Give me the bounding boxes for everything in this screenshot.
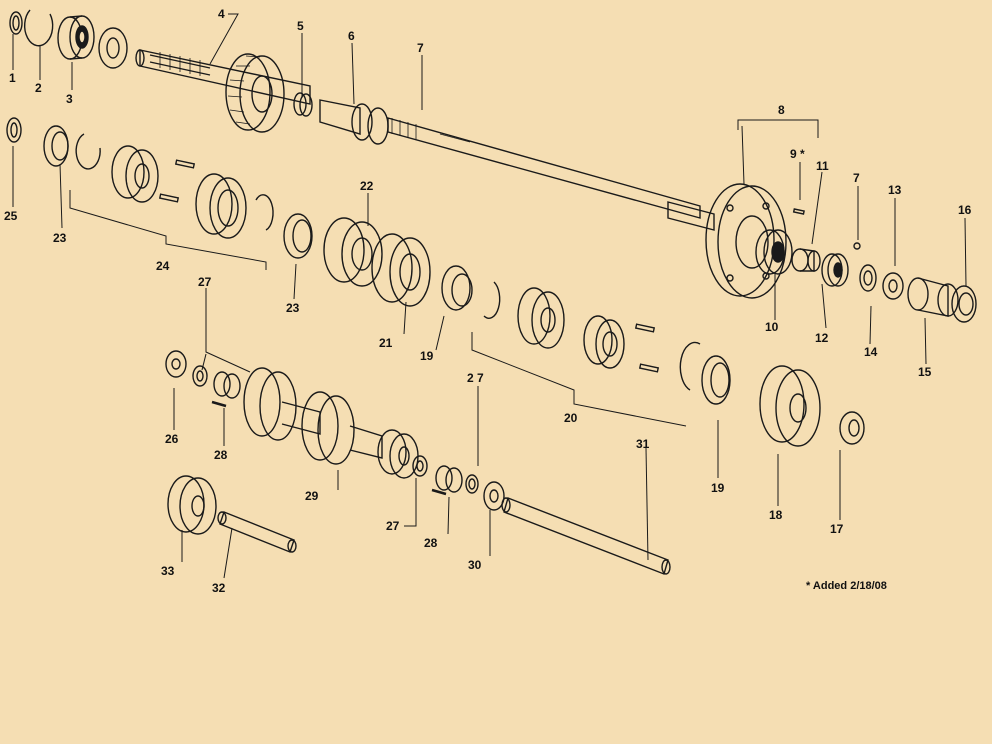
pin-28b [431, 488, 447, 496]
callout-19b: 19 [711, 481, 725, 495]
reverse-gear-33 [167, 475, 217, 535]
callout-15: 15 [918, 365, 932, 379]
sleeve-11 [791, 248, 821, 272]
rear-plate-8 [705, 183, 787, 299]
washer-17 [839, 411, 865, 445]
callout-5: 5 [297, 19, 304, 33]
callout-31: 31 [636, 437, 650, 451]
washer-27a [192, 365, 208, 387]
callout-22: 22 [360, 179, 374, 193]
callout-12: 12 [815, 331, 829, 345]
countershaft-31 [501, 497, 671, 575]
washer-27b [412, 455, 428, 477]
added-note: * Added 2/18/08 [806, 580, 887, 592]
synchro-hub-20 [517, 287, 565, 349]
callout-21: 21 [379, 336, 393, 350]
callout-2-7: 2 7 [467, 371, 484, 385]
counter-gear-cluster-29 [243, 367, 419, 479]
callout-7b: 7 [853, 171, 860, 185]
callout-32: 32 [212, 581, 226, 595]
snap-ring-24b [255, 194, 274, 231]
callout-14: 14 [864, 345, 878, 359]
callout-2: 2 [35, 81, 42, 95]
ball-7b [853, 242, 861, 250]
callout-29: 29 [305, 489, 319, 503]
leader-lines [12, 13, 967, 579]
washer-14 [859, 264, 877, 292]
callout-1: 1 [9, 71, 16, 85]
bearing-5 [293, 92, 313, 117]
callout-23b: 23 [286, 301, 300, 315]
synchro-sleeve-24 [195, 173, 247, 239]
synchro-sleeve-20 [583, 315, 625, 369]
gear-21 [371, 233, 431, 307]
callout-17: 17 [830, 522, 844, 536]
snap-ring-2 [23, 9, 54, 47]
synchro-ring-23 [43, 125, 69, 167]
thrust-washer-30 [483, 481, 505, 511]
callout-33: 33 [161, 564, 175, 578]
callout-28b: 28 [424, 536, 438, 550]
callout-6: 6 [348, 29, 355, 43]
callout-11: 11 [816, 159, 829, 173]
gear-12 [821, 253, 849, 287]
callout-13: 13 [888, 183, 902, 197]
callout-25: 25 [4, 209, 18, 223]
callout-23: 23 [53, 231, 67, 245]
synchro-ring-23b [283, 213, 313, 259]
callout-4: 4 [218, 7, 225, 21]
circlip-25 [6, 117, 22, 143]
washer-3a [98, 27, 128, 69]
synchro-keys-20 [634, 323, 660, 373]
washer-27c [465, 474, 479, 494]
synchro-keys-24 [158, 159, 196, 203]
washer-26 [165, 350, 187, 378]
callout-19: 19 [420, 349, 434, 363]
callout-18: 18 [769, 508, 783, 522]
callout-8: 8 [778, 103, 785, 117]
callout-27a: 27 [198, 275, 212, 289]
callout-27b: 27 [386, 519, 400, 533]
callout-3: 3 [66, 92, 73, 106]
key-9 [792, 208, 805, 215]
bearing-3 [57, 15, 95, 60]
callout-28a: 28 [214, 448, 228, 462]
callout-16: 16 [958, 203, 972, 217]
pin-28a [211, 400, 227, 408]
synchro-ring-19b [701, 355, 731, 405]
bearing-10 [755, 229, 793, 275]
gear-18 [759, 365, 821, 447]
synchro-hub-24 [111, 145, 159, 203]
nut-13 [882, 272, 904, 300]
snap-ring-20a [483, 281, 501, 319]
callout-20: 20 [564, 411, 578, 425]
sleeve-15 [907, 277, 959, 317]
snap-ring-20b [679, 341, 701, 391]
roller-bearing-28b [435, 465, 463, 493]
circlip-1 [9, 11, 23, 35]
seal-16 [951, 285, 977, 323]
main-shaft [135, 49, 311, 105]
reverse-shaft-32 [217, 511, 297, 553]
snap-ring-24a [75, 133, 101, 170]
callout-26: 26 [165, 432, 179, 446]
callout-30: 30 [468, 558, 482, 572]
gear-22 [323, 217, 383, 287]
callout-10: 10 [765, 320, 779, 334]
synchro-ring-19 [441, 265, 473, 311]
callout-24: 24 [156, 259, 170, 273]
output-shaft [319, 99, 715, 231]
roller-bearing-28a [213, 371, 241, 399]
callout-7: 7 [417, 41, 424, 55]
callout-9-added: 9 * [790, 147, 805, 161]
main-shaft-gear-4 [225, 53, 285, 133]
